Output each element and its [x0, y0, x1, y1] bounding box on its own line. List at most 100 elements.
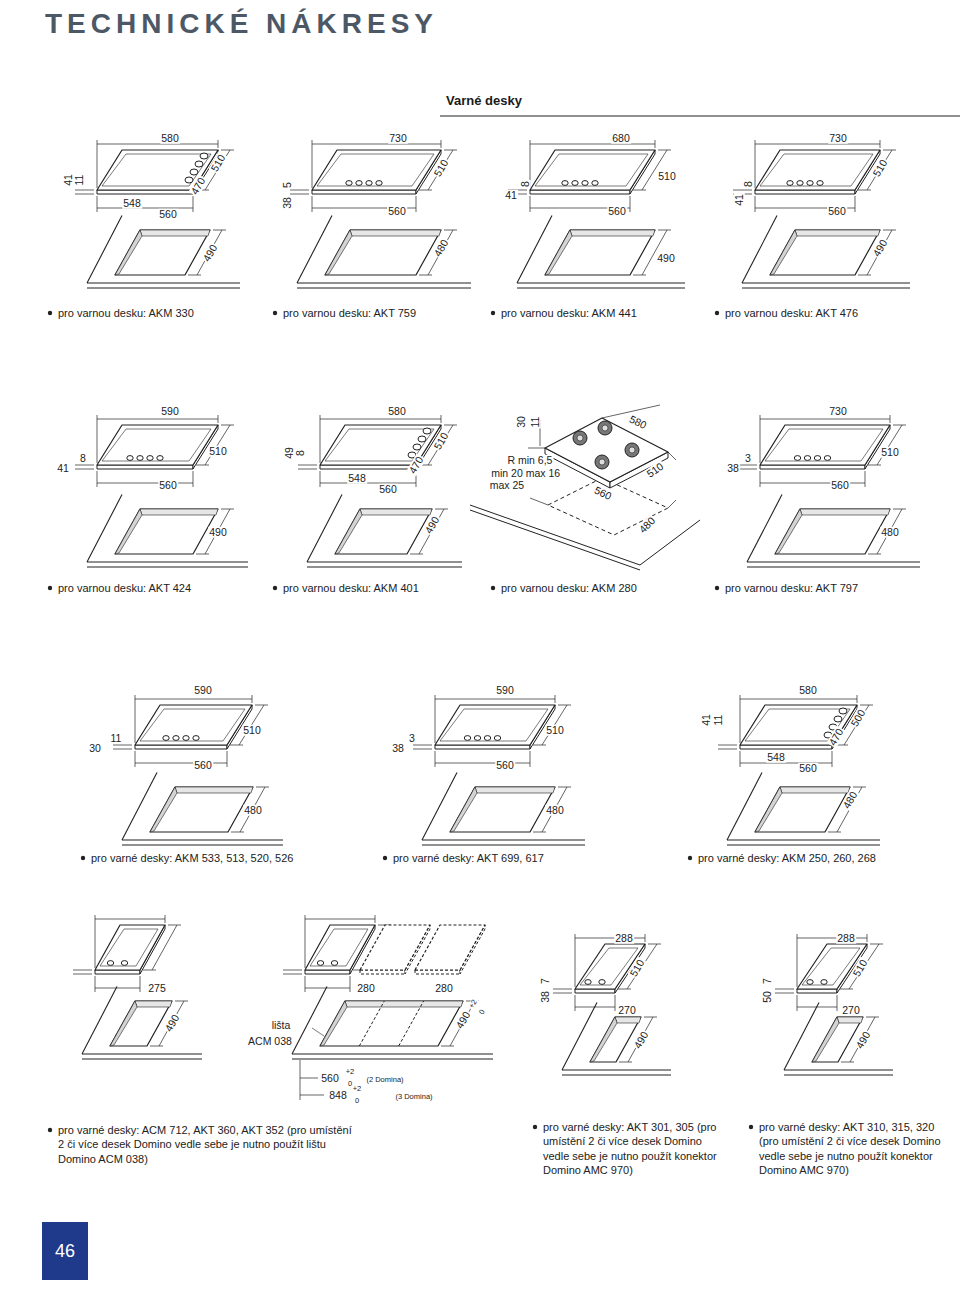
dimension-line [562, 1074, 671, 1075]
dimension-label: 510 [880, 447, 900, 458]
dimension-line [575, 995, 576, 1011]
hob-drawing [775, 934, 883, 1011]
cutout-opening [812, 1017, 863, 1062]
dimension-line [558, 705, 571, 706]
knob [834, 716, 842, 722]
dimension-line [422, 844, 585, 845]
dimension-label: 30 [516, 415, 527, 429]
dimension-label: 280 [356, 983, 376, 994]
dimension-label: 730 [828, 406, 848, 417]
dimension-label: 560 [607, 206, 627, 217]
dimension-line [517, 282, 685, 283]
cutout-wall [115, 509, 142, 554]
dimension-label: 3 [744, 453, 752, 464]
dimension-line [297, 287, 471, 288]
tolerance-note: +2 [345, 1068, 356, 1076]
cutout-wall [140, 230, 210, 236]
dimension-line [747, 566, 920, 567]
dimension-line [305, 919, 375, 920]
dimension-line [784, 1069, 893, 1070]
dimension-line [644, 1017, 657, 1018]
dimension-label: 560 [387, 206, 407, 217]
dimension-line [850, 1017, 875, 1062]
dimension-line [196, 554, 209, 555]
caption-text: pro varné desky: AKT 301, 305 (pro umíst… [542, 1120, 729, 1177]
dimension-label: 560 [378, 484, 398, 495]
hob-plate [97, 425, 218, 465]
dimension-label: 590 [160, 406, 180, 417]
bullet [715, 311, 719, 315]
hob-plate [95, 925, 165, 970]
dimension-line [877, 425, 902, 465]
knob [193, 736, 199, 741]
dimension-line [97, 415, 98, 463]
bullet [81, 856, 85, 860]
knob [127, 456, 133, 461]
dimension-line [668, 500, 676, 508]
cutout-wall [320, 1001, 347, 1046]
caption-text: pro varnou desku: AKT 797 [724, 583, 859, 594]
dimension-line [760, 415, 761, 463]
dimension-line [860, 705, 873, 706]
hob-edge [755, 190, 855, 194]
page-number: 46 [55, 1241, 75, 1262]
knob [804, 456, 810, 461]
dimension-line [837, 995, 838, 1011]
cutout-wall [345, 1001, 463, 1007]
cutout-opening [320, 1001, 463, 1046]
dimension-line [866, 1017, 879, 1018]
tolerance-note: 0 [354, 1097, 360, 1105]
dimension-line [221, 425, 234, 426]
dimension-label: 510 [545, 725, 565, 736]
cutout-drawing [297, 216, 471, 289]
dimension-line [143, 970, 156, 971]
page-number-box: 46 [42, 1222, 88, 1280]
knob [157, 456, 163, 461]
bullet [48, 311, 52, 315]
dimension-label: ACM 038 [247, 1036, 293, 1047]
dimension-line [240, 787, 265, 832]
dimension-line [849, 944, 879, 989]
bullet [48, 586, 52, 590]
cutout-wall [115, 230, 142, 275]
dimension-line [152, 925, 177, 970]
dimension-line [740, 695, 741, 743]
dimension-line [290, 194, 309, 195]
hob-edge [97, 190, 193, 194]
dimension-line [533, 745, 546, 746]
cutout-drawing [747, 495, 920, 568]
tolerance-note: +2 [352, 1085, 363, 1093]
dimension-label: 590 [193, 685, 213, 696]
hob-plate [435, 705, 555, 745]
dimension-label: 38 [391, 743, 405, 754]
dimension-line [553, 993, 572, 994]
hob-drawing [113, 695, 268, 767]
dimension-line [227, 751, 228, 767]
dimension-line [75, 465, 94, 466]
cutout-wall [450, 787, 477, 832]
dimension-line [95, 976, 96, 992]
dimension-line [95, 915, 96, 968]
burner [573, 431, 587, 445]
hob-panel [580, 948, 638, 985]
dimension-line [97, 140, 98, 188]
caption-text: pro varné desky: AKT 310, 315, 320 (pro … [758, 1120, 945, 1177]
dimension-line [740, 751, 741, 767]
hob-drawing [298, 415, 457, 487]
dimension-line [410, 554, 423, 555]
dimension-line [530, 498, 548, 505]
dimension-line [350, 976, 351, 992]
dimension-line [784, 1074, 893, 1075]
cutout-opening [150, 787, 253, 832]
dimension-label: 510 [208, 446, 228, 457]
dimension-line [113, 745, 132, 746]
cutout-opening [755, 787, 850, 832]
dimension-line [297, 282, 471, 283]
dimension-line [419, 275, 432, 276]
cutout-wall [780, 787, 850, 793]
caption-text: pro varné desky: ACM 712, AKT 360, AKT 3… [57, 1123, 354, 1166]
dimension-line [530, 196, 531, 212]
dimension-line [542, 787, 567, 832]
dimension-line [75, 194, 94, 195]
cutout-wall [140, 509, 218, 515]
